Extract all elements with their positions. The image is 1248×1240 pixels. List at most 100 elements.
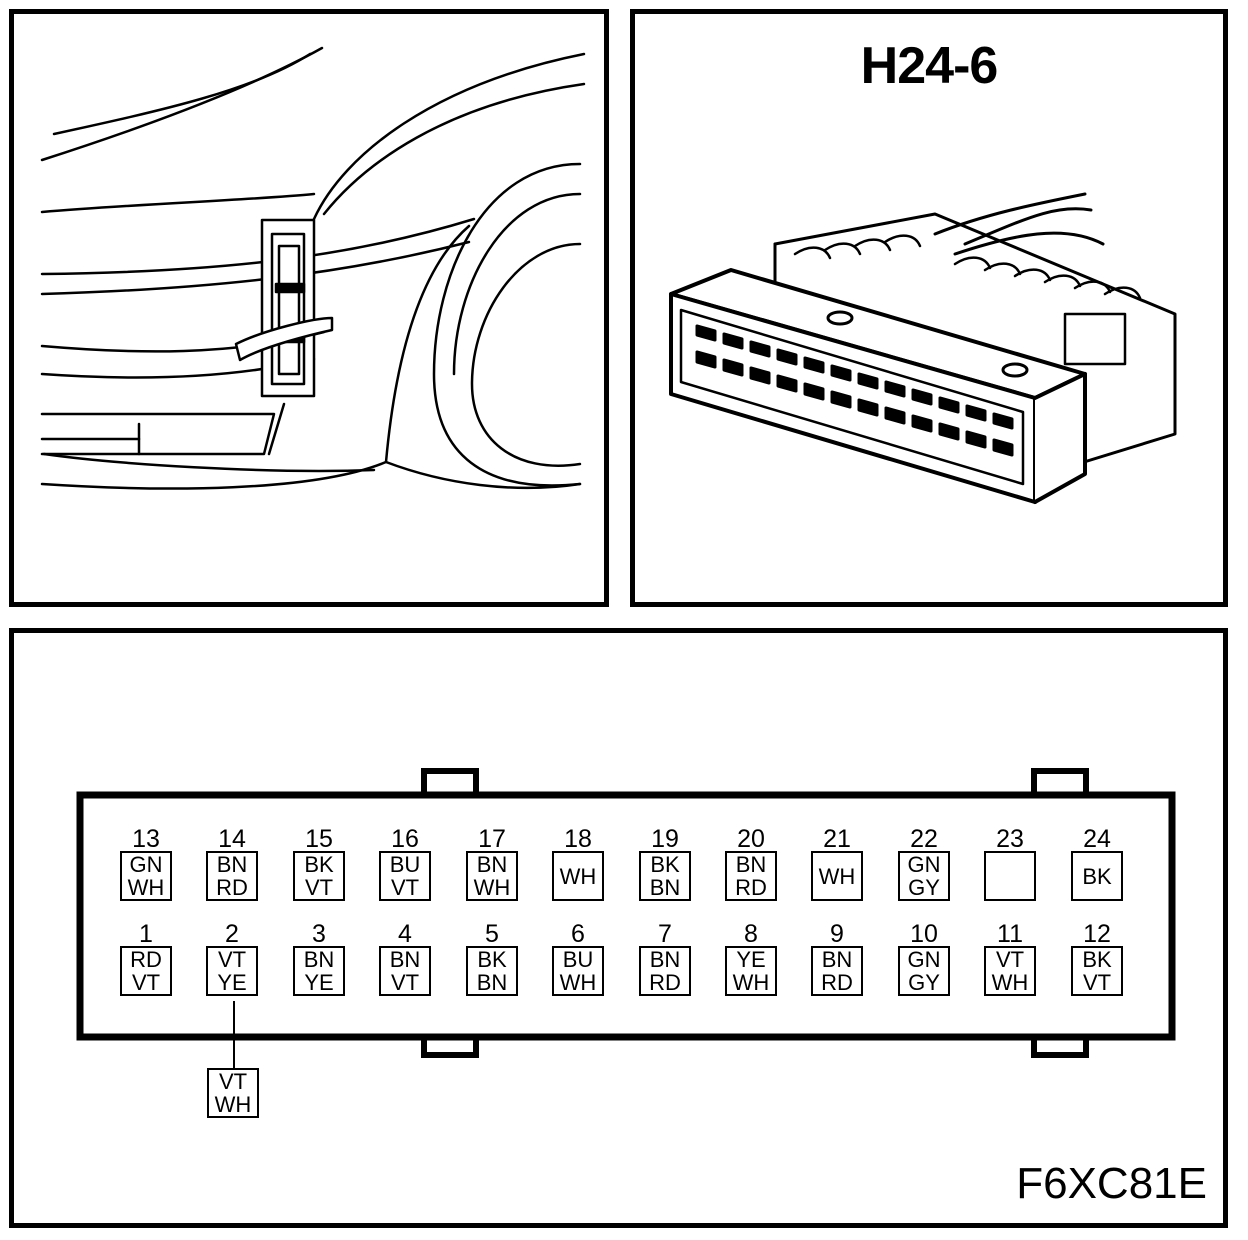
pin-number: 13 — [132, 825, 160, 853]
wire-color-box — [552, 851, 604, 901]
connector-cavity — [803, 382, 825, 401]
wire-color-2: GY — [908, 875, 940, 900]
pin-number: 7 — [658, 920, 672, 948]
wire-color-box — [466, 946, 518, 996]
connector-cavity — [857, 372, 879, 390]
wire-color-1: BK — [304, 852, 334, 877]
wire-color-2: VT — [391, 970, 419, 995]
figure-code: F6XC81E — [1016, 1159, 1207, 1208]
wire-color-box — [1071, 851, 1123, 901]
connector-cavity — [695, 350, 717, 369]
wire-color-2: VT — [1083, 970, 1111, 995]
pin-number: 12 — [1083, 920, 1111, 948]
connector-cavity — [722, 358, 744, 377]
wire-color-1: BN — [217, 852, 248, 877]
wire-color-1: VT — [218, 947, 246, 972]
wire-color-1: BN — [477, 852, 508, 877]
wire-color-box — [120, 851, 172, 901]
pin-23: 23 — [984, 825, 1036, 901]
wire-color-1: BU — [390, 852, 421, 877]
pin-number: 17 — [478, 825, 506, 853]
wire-color-box — [811, 851, 863, 901]
wire-color-box — [725, 851, 777, 901]
connector-cavity — [884, 380, 906, 398]
pin-number: 15 — [305, 825, 333, 853]
wire-color-1: BN — [390, 947, 421, 972]
wire-color-2: GY — [908, 970, 940, 995]
pin-number: 21 — [823, 825, 851, 853]
connector-cavity-row-bottom — [695, 350, 1014, 457]
connector-cavity — [911, 414, 933, 433]
wire-color-2: WH — [733, 970, 770, 995]
wire-color-box — [639, 946, 691, 996]
top-left-lock-tab — [421, 768, 479, 798]
wire-color-1: BK — [1082, 947, 1112, 972]
connector-illustration-panel: H24-6 — [630, 9, 1228, 607]
wire-color-2: YE — [304, 970, 333, 995]
pin-number: 11 — [997, 920, 1023, 948]
connector-id-label: H24-6 — [860, 37, 999, 95]
wire-color-2: VT — [391, 875, 419, 900]
vehicle-front-corner-illustration — [40, 46, 586, 490]
wire-color-box — [725, 946, 777, 996]
connector-cavity — [911, 388, 933, 406]
pin-number: 14 — [218, 825, 246, 853]
wire-color-1: BN — [650, 947, 681, 972]
wire-color-1: BN — [736, 852, 767, 877]
wire-color-2: WH — [992, 970, 1029, 995]
pin-number: 8 — [744, 920, 758, 948]
pin-number: 5 — [485, 920, 499, 948]
wire-color-1: GN — [908, 947, 941, 972]
splice-wire-color-1: VT — [219, 1069, 247, 1094]
wire-color-box — [379, 946, 431, 996]
wire-color-box — [206, 946, 258, 996]
pin-number: 4 — [398, 920, 412, 948]
wire-color-2: RD — [821, 970, 853, 995]
splice-wire-color-2: WH — [215, 1092, 252, 1117]
connector-cavity — [857, 398, 879, 417]
wire-color: BK — [1082, 864, 1112, 889]
connector-cavity — [830, 390, 852, 409]
connector-cavity — [749, 340, 771, 358]
wire-color-box — [120, 946, 172, 996]
connector-housing-outline — [76, 791, 1176, 1041]
wire-color-1: BK — [650, 852, 680, 877]
wire-color-2: RD — [649, 970, 681, 995]
connector-cavity — [830, 364, 852, 382]
wire-color-box — [984, 946, 1036, 996]
connector-cavity — [965, 404, 987, 422]
pin-number: 16 — [391, 825, 419, 853]
pin-number: 10 — [910, 920, 938, 948]
top-right-lock-tab — [1031, 768, 1089, 798]
wire-color-2: VT — [305, 875, 333, 900]
wire-color-2: WH — [474, 875, 511, 900]
wire-color-box — [984, 851, 1036, 901]
connector-cavity — [992, 438, 1014, 457]
wire-color-1: BN — [822, 947, 853, 972]
wire-color-2: RD — [735, 875, 767, 900]
wire-color-1: RD — [130, 947, 162, 972]
pin-number: 20 — [737, 825, 765, 853]
pin-number: 3 — [312, 920, 326, 948]
location-illustration-panel — [9, 9, 609, 607]
connector-cavity — [776, 374, 798, 393]
wire-color-2: BN — [477, 970, 508, 995]
connector-cavity — [722, 332, 744, 350]
wire-color-2: YE — [217, 970, 246, 995]
wire-color-box — [552, 946, 604, 996]
